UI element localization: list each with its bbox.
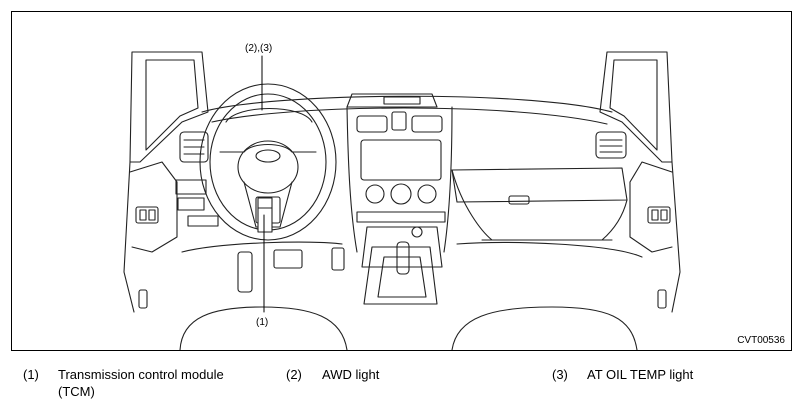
pedals — [237, 247, 345, 293]
callout-bottom: (1) — [256, 317, 269, 328]
figure-frame: (2),(3) (1) CVT00536 — [11, 11, 792, 351]
climate-knob-right — [417, 184, 437, 204]
legend-item-1-text-line2: (TCM) — [58, 384, 95, 399]
dashboard-top-inner — [211, 107, 608, 125]
legend-item-2-number: (2) — [286, 367, 302, 382]
center-vent-right — [411, 115, 443, 133]
brand-emblem — [255, 149, 281, 163]
driver-seat — [179, 306, 348, 350]
legend-item-3-text: AT OIL TEMP light — [587, 367, 694, 382]
glovebox-handle — [508, 195, 530, 205]
floor-lines — [181, 241, 643, 258]
left-a-pillar — [123, 51, 209, 313]
climate-knob-left — [365, 184, 385, 204]
gear-lever — [396, 241, 410, 275]
infotainment-screen — [360, 139, 442, 181]
left-door-panel — [129, 161, 178, 309]
left-switch-panel — [175, 179, 219, 227]
right-air-vent — [595, 131, 627, 159]
legend-item-2-text: AWD light — [322, 367, 380, 382]
left-air-vent — [179, 131, 209, 163]
tcm-unit — [257, 197, 273, 233]
center-vent-left — [356, 115, 388, 133]
callout-top: (2),(3) — [245, 43, 273, 54]
shifter-console — [363, 226, 438, 305]
dashboard-illustration — [123, 51, 681, 350]
climate-knob-center — [390, 183, 412, 205]
passenger-seat — [451, 306, 638, 350]
glovebox — [451, 167, 628, 241]
legend-item-1-text: Transmission control module — [58, 367, 224, 382]
legend-item-1-number: (1) — [23, 367, 39, 382]
dashboard-top — [201, 95, 613, 113]
steering-hub — [237, 140, 299, 194]
figure-code: CVT00536 — [737, 335, 785, 346]
center-stack — [346, 93, 453, 268]
legend-item-3-number: (3) — [552, 367, 568, 382]
right-a-pillar — [599, 51, 681, 313]
right-door-panel — [629, 161, 673, 309]
